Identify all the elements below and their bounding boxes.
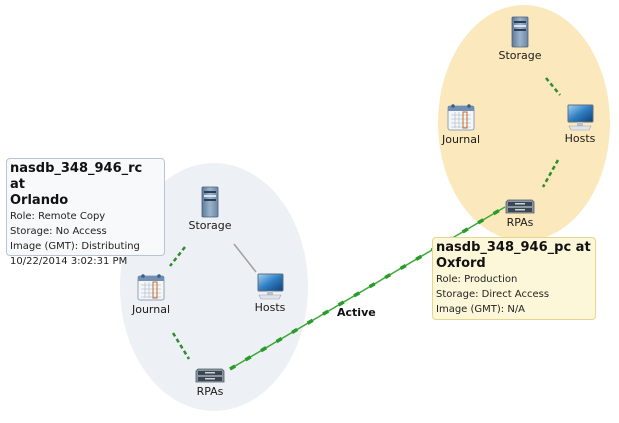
remote-copy-timestamp: 10/22/2014 3:02:31 PM — [10, 256, 128, 267]
storage-server-icon — [511, 16, 529, 48]
remote-copy-storage: Storage: No Access — [10, 226, 107, 237]
host-monitor-icon — [257, 273, 284, 300]
remote-rpas-node[interactable]: RPAs — [190, 366, 230, 398]
production-rpas-label: RPAs — [506, 216, 534, 229]
remote-copy-role: Role: Remote Copy — [10, 211, 106, 222]
remote-copy-site-name: Orlando — [10, 193, 69, 208]
production-storage-node[interactable]: Storage — [492, 16, 548, 62]
remote-copy-info-card[interactable]: nasdb_348_946_rc at Orlando Role: Remote… — [6, 158, 165, 267]
production-storage-hosts-link — [545, 77, 561, 96]
production-hosts-label: Hosts — [564, 132, 596, 145]
journal-calendar-icon — [137, 274, 165, 301]
production-copy-site-name: Oxford — [436, 256, 486, 271]
production-journal-node[interactable]: Journal — [436, 102, 486, 146]
remote-journal-rpas-link — [171, 332, 191, 360]
production-copy-info-card[interactable]: nasdb_348_946_pc at Oxford Role: Product… — [432, 237, 596, 320]
rpa-appliance-icon — [195, 368, 225, 383]
remote-hosts-label: Hosts — [254, 301, 286, 314]
remote-journal-node[interactable]: Journal — [126, 272, 176, 316]
production-copy-storage: Storage: Direct Access — [436, 289, 550, 300]
production-site-bubble — [438, 5, 610, 241]
remote-hosts-node[interactable]: Hosts — [248, 272, 292, 314]
production-journal-label: Journal — [441, 133, 481, 146]
remote-rpas-label: RPAs — [196, 385, 224, 398]
remote-storage-node[interactable]: Storage — [182, 186, 238, 232]
replication-link[interactable] — [229, 206, 506, 370]
rpa-appliance-icon — [505, 199, 535, 214]
host-monitor-icon — [567, 104, 594, 131]
production-copy-image: Image (GMT): N/A — [436, 304, 526, 315]
production-copy-role: Role: Production — [436, 274, 518, 285]
production-hosts-node[interactable]: Hosts — [558, 103, 602, 145]
remote-journal-label: Journal — [131, 303, 171, 316]
production-copy-title: nasdb_348_946_pc at — [436, 240, 591, 255]
remote-storage-label: Storage — [188, 219, 232, 232]
storage-server-icon — [201, 186, 219, 218]
remote-storage-hosts-link — [233, 243, 257, 273]
production-rpas-node[interactable]: RPAs — [500, 197, 540, 229]
production-hosts-rpas-link — [541, 159, 560, 188]
journal-calendar-icon — [447, 104, 475, 131]
production-storage-label: Storage — [498, 49, 542, 62]
remote-copy-image: Image (GMT): Distributing — [10, 241, 140, 252]
remote-copy-title: nasdb_348_946_rc at — [10, 161, 143, 192]
replication-link-label: Active — [337, 306, 376, 319]
